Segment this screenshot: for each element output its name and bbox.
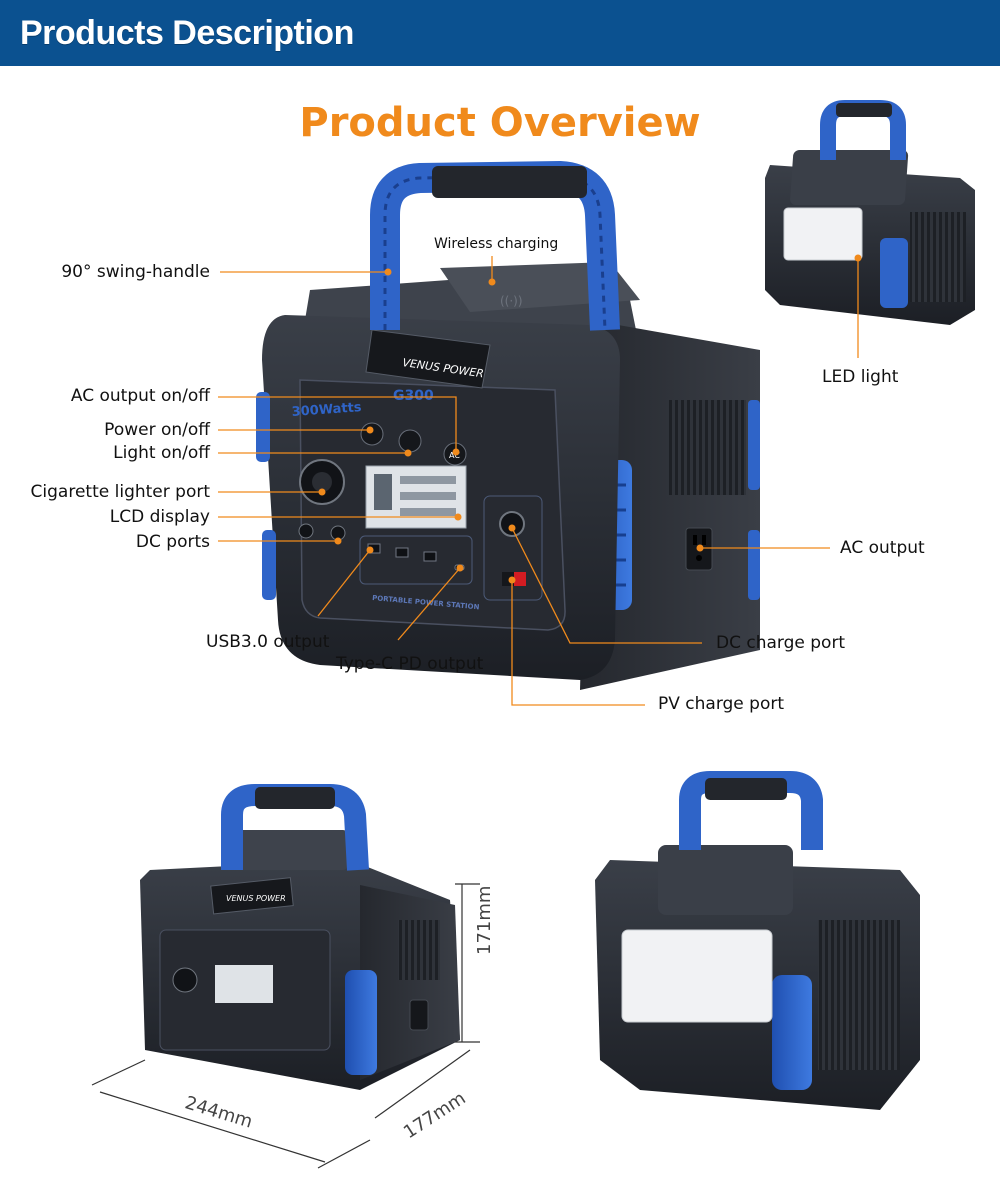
- light-onoff-label: Light on/off: [113, 443, 210, 463]
- ac-output-onoff-label: AC output on/off: [70, 386, 210, 406]
- pv-input-port: [514, 572, 526, 586]
- rear-view-product-large: [595, 771, 920, 1110]
- usb30-output-label: USB3.0 output: [206, 632, 330, 652]
- rear-view-product: [765, 100, 975, 325]
- cigarette-lighter-label: Cigarette lighter port: [30, 482, 210, 502]
- callout-lines: [218, 256, 859, 706]
- handle-grip: [432, 166, 587, 198]
- wireless-charging-label: Wireless charging: [434, 236, 559, 252]
- model-label: G300: [393, 388, 434, 404]
- dc-input-port: [499, 511, 525, 537]
- dc-ports-label: DC ports: [135, 532, 210, 552]
- pv-charge-port-label: PV charge port: [658, 694, 785, 714]
- small-brand-text: VENUS POWER: [226, 894, 286, 903]
- main-power-station: ((·)) VENUS POWER G300 300Watts A: [256, 161, 760, 690]
- header-bar: Products Description: [0, 0, 1000, 66]
- dimension-view-product: VENUS POWER: [140, 784, 460, 1090]
- side-vent: [666, 400, 746, 495]
- dimension-lines: [91, 883, 480, 1169]
- watts-label: 300Watts: [291, 400, 362, 420]
- swing-handle-label: 90° swing-handle: [61, 262, 210, 282]
- svg-text:AC: AC: [449, 451, 460, 460]
- ac-output-label: AC output: [840, 538, 925, 558]
- led-light-label: LED light: [822, 367, 899, 387]
- led-light-panel: [783, 207, 863, 261]
- dc-charge-port-label: DC charge port: [716, 633, 846, 653]
- height-dimension: 171mm: [474, 885, 495, 955]
- power-button-graphic: [360, 422, 384, 446]
- power-onoff-label: Power on/off: [104, 420, 210, 440]
- overview-title: Product Overview: [299, 100, 701, 146]
- light-button-graphic: [398, 429, 422, 453]
- header-title: Products Description: [20, 14, 354, 52]
- lcd-display-label: LCD display: [109, 507, 210, 527]
- typec-output-label: Type-C PD output: [336, 654, 484, 674]
- svg-text:((·)): ((·)): [500, 294, 523, 308]
